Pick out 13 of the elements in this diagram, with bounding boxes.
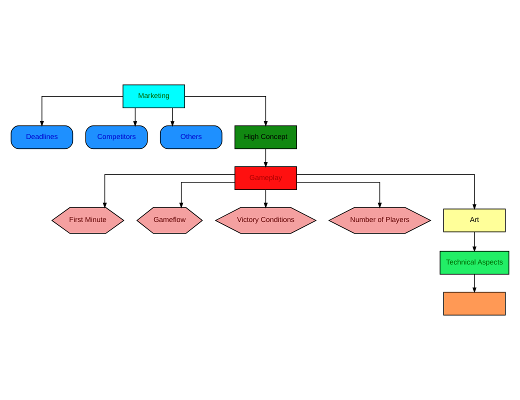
arrow xyxy=(296,174,476,210)
arrow xyxy=(472,274,476,294)
node-box xyxy=(443,292,506,316)
arrow xyxy=(133,108,138,127)
arrow xyxy=(264,189,268,208)
arrow xyxy=(472,232,476,252)
arrow xyxy=(40,96,124,127)
arrow xyxy=(184,96,268,127)
arrow xyxy=(102,174,236,208)
arrow xyxy=(179,182,236,208)
arrow xyxy=(264,148,268,168)
arrow xyxy=(170,108,174,127)
arrow xyxy=(296,182,382,208)
